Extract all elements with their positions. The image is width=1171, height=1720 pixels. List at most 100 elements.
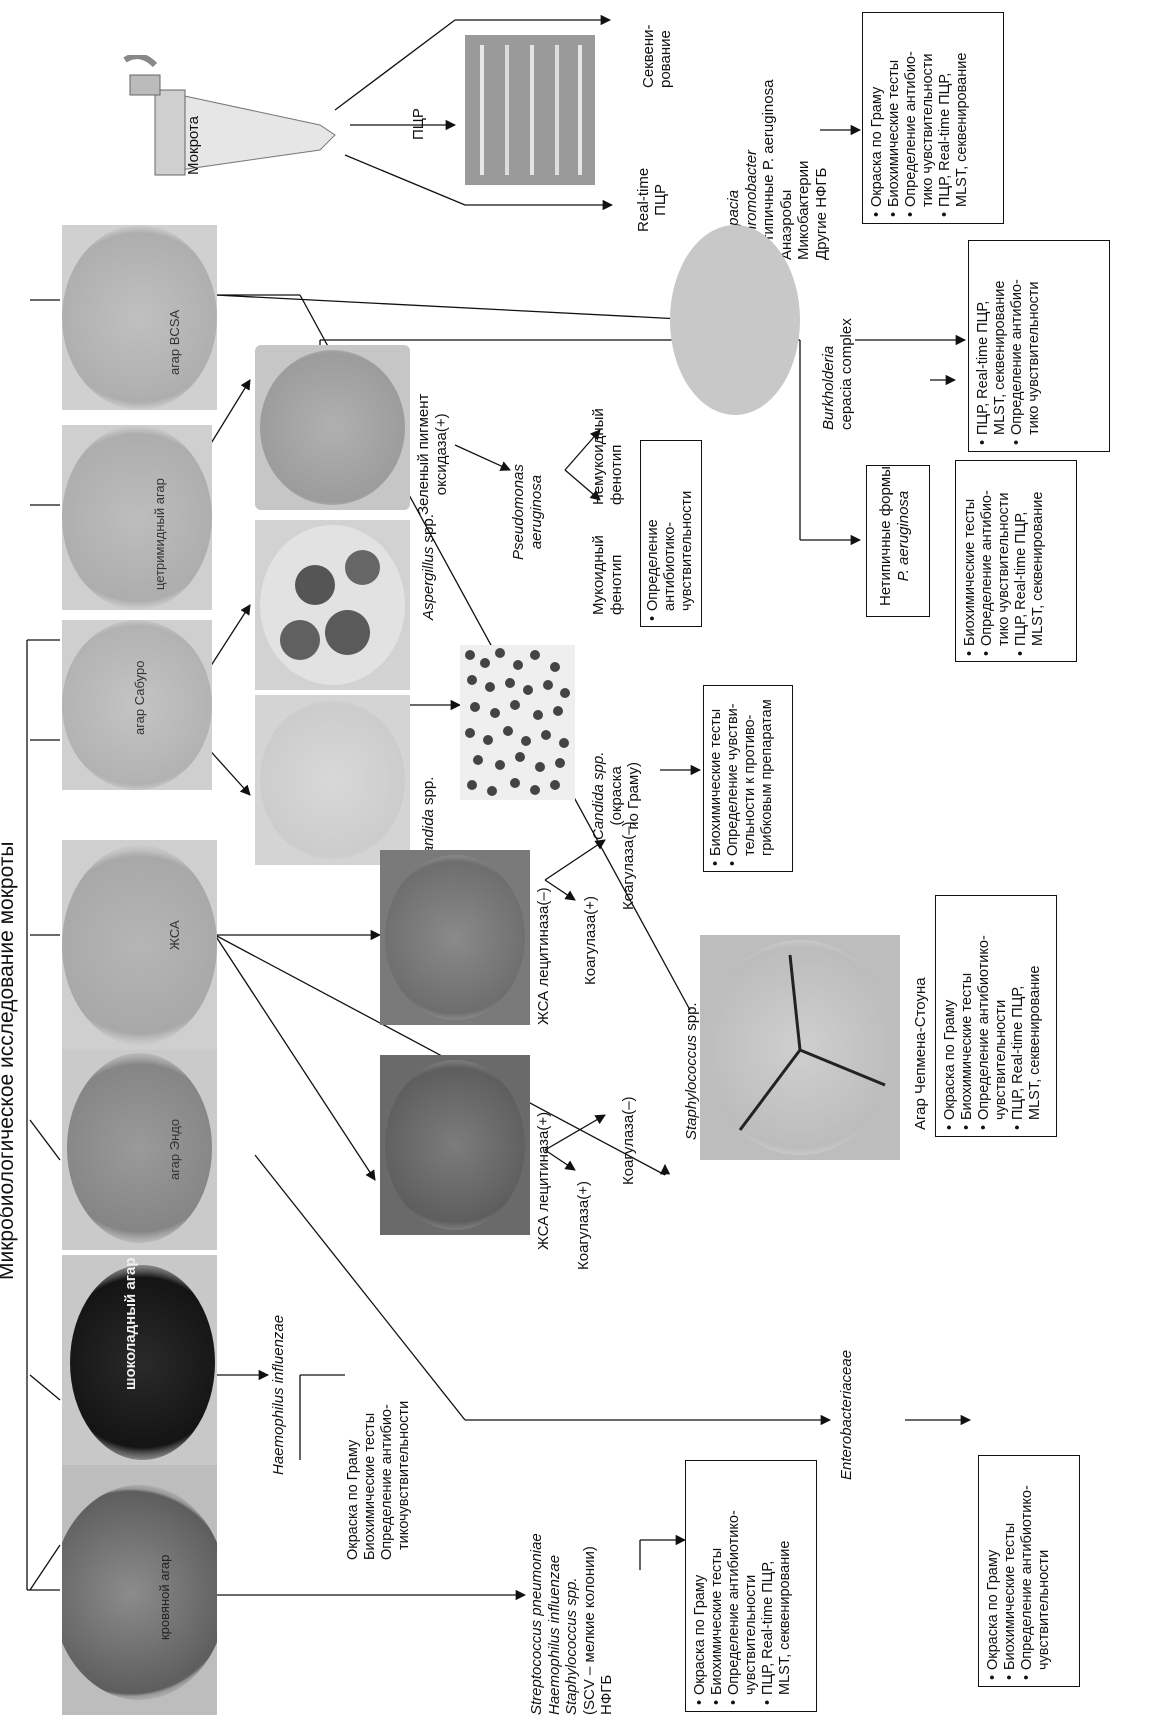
sputum-organism-5: Микобактерии	[795, 80, 813, 260]
enterobacteriaceae-label: Enterobacteriaceae	[838, 1350, 855, 1480]
lecithinase-pos-label: ЖСА лецитиназа(+)	[535, 1112, 552, 1250]
haemophilus-test-2: Биохимические тесты	[362, 1401, 379, 1560]
coagulase-neg-label-a: Коагулаза(–)	[620, 821, 637, 910]
staphylococcus-suffix: spp.	[683, 1002, 700, 1030]
blood-test-2: Биохимические тесты	[709, 1510, 726, 1705]
sputum-test-2: Биохимические тесты	[886, 51, 903, 217]
entero-tests-box: Окраска по Граму Биохимические тесты Опр…	[978, 1455, 1080, 1687]
sputum-test-3: Определение антибио-	[903, 51, 920, 217]
staph-test-1: Окраска по Граму	[942, 935, 959, 1130]
burkholderia-test-2: MLST, секвенирование	[992, 279, 1009, 445]
pseudomonas-tests-rotated: Определение антибиотико- чувствительност…	[645, 491, 696, 621]
chapman-stone-plate	[700, 935, 900, 1160]
candida-plate	[255, 695, 410, 865]
burkholderia-label: Burkholderia cepacia complex	[820, 318, 855, 430]
candida-test-1: Биохимические тесты	[708, 699, 725, 866]
burkholderia-line-1: Burkholderia	[820, 318, 838, 430]
mucoid-line-2: фенотип	[608, 535, 626, 615]
realtime-pcr-line-1: Real-time	[635, 168, 652, 232]
coagulase-neg-label-b: Коагулаза(–)	[620, 1096, 637, 1185]
pseudomonas-tests-box: Определение антибиотико- чувствительност…	[640, 440, 702, 627]
yolk-pos-plate	[380, 1055, 530, 1235]
atypical-tests-rotated: Биохимические тесты Определение антибио-…	[962, 490, 1047, 656]
chocolate-agar-plate: шоколадный агар	[62, 1255, 217, 1465]
endo-agar-label: агар Эндо	[167, 1119, 182, 1180]
blood-test-6: MLST, секвенирование	[777, 1510, 794, 1705]
sequencing-line-2: рование	[657, 24, 674, 88]
atypical-line-2: P. aeruginosa	[895, 466, 913, 606]
mucoid-line-1: Мукоидный	[590, 535, 608, 615]
candida-micrograph	[460, 645, 575, 800]
pseudomonas-test-2: антибиотико-	[662, 491, 679, 621]
endo-agar-plate: агар Эндо	[62, 1045, 217, 1250]
pseudomonas-label: Pseudomonas aeruginosa	[510, 464, 545, 560]
sequencing-line-1: Секвени-	[640, 24, 657, 88]
diagram-title: Микробиологическое исследование мокроты	[0, 841, 19, 1280]
haemophilus-test-4: тикочувствительности	[396, 1401, 413, 1560]
blood-organisms-list: Streptococcus pneumoniae Haemophilus inf…	[528, 1533, 616, 1715]
entero-test-2: Биохимические тесты	[1002, 1485, 1019, 1680]
sequencing-label: Секвени- рование	[640, 24, 675, 88]
atypical-test-5: MLST, секвенирование	[1030, 490, 1047, 656]
blood-tests-box: Окраска по Граму Биохимические тесты Опр…	[685, 1460, 817, 1712]
atypical-test-1: Биохимические тесты	[962, 490, 979, 656]
nonmucoid-label: Немукоидный фенотип	[590, 408, 625, 505]
pseudomonas-test-3: чувствительности	[679, 491, 696, 621]
staph-tests-box: Окраска по Граму Биохимические тесты Опр…	[935, 895, 1057, 1137]
candida-test-3: тельности к противо-	[742, 699, 759, 866]
yolk-agar-label: ЖСА	[167, 920, 182, 950]
blood-test-4: чувствительности	[743, 1510, 760, 1705]
atypical-test-2: Определение антибио-	[979, 490, 996, 656]
aspergillus-label: Aspergillus spp.	[420, 514, 437, 620]
sputum-tests-rotated: Окраска по Граму Биохимические тесты Опр…	[869, 51, 971, 217]
blood-organism-4: (SCV – мелкие колонии)	[581, 1533, 599, 1715]
candida-tests-box: Биохимические тесты Определение чувстви-…	[703, 685, 793, 872]
staph-test-3: Определение антибиотико-	[976, 935, 993, 1130]
staph-test-2: Биохимические тесты	[959, 935, 976, 1130]
burkholderia-test-3: Определение антибио-	[1009, 279, 1026, 445]
plate-sector-lines	[700, 935, 900, 1160]
nonmucoid-line-1: Немукоидный	[590, 408, 608, 505]
aspergillus-plate	[255, 520, 410, 690]
pigment-line-1: Зеленый пигмент	[415, 394, 433, 515]
entero-test-4: чувствительности	[1036, 1485, 1053, 1680]
sabouraud-agar-label: агар Сабуро	[132, 661, 147, 736]
blood-organism-1: Streptococcus pneumoniae	[528, 1533, 546, 1715]
sputum-test-1: Окраска по Граму	[869, 51, 886, 217]
blood-test-3: Определение антибиотико-	[726, 1510, 743, 1705]
bcsa-agar-label: агар BCSA	[167, 310, 182, 375]
aspergillus-name: Aspergillus	[420, 547, 437, 620]
haemophilus-tests: Окраска по Граму Биохимические тесты Опр…	[345, 1401, 413, 1560]
atypical-line-1: Нетипичные формы	[877, 466, 895, 606]
lecithinase-neg-label: ЖСА лецитиназа(–)	[535, 887, 552, 1025]
staphylococcus-label: Staphylococcus spp.	[683, 1002, 700, 1140]
cetrimide-agar-plate: цетримидный агар	[62, 425, 212, 610]
nonmucoid-line-2: фенотип	[608, 408, 626, 505]
sputum-tests-box: Окраска по Граму Биохимические тесты Опр…	[862, 12, 1004, 224]
sputum-test-4: тико чувствительности	[920, 51, 937, 217]
blood-organism-2: Haemophilus influenzae	[546, 1533, 564, 1715]
sabouraud-agar-plate: агар Сабуро	[62, 620, 212, 790]
chocolate-agar-label: шоколадный агар	[122, 1257, 139, 1390]
sputum-test-6: MLST, секвенирование	[954, 51, 971, 217]
bcsa-agar-plate: агар BCSA	[62, 225, 217, 410]
burkholderia-plate	[670, 225, 800, 415]
blood-test-1: Окраска по Граму	[692, 1510, 709, 1705]
atypical-tests-box: Биохимические тесты Определение антибио-…	[955, 460, 1077, 662]
burkholderia-line-2: cepacia complex	[838, 318, 856, 430]
sputum-organism-6: Другие НФГБ	[813, 80, 831, 260]
pseudomonas-line-1: Pseudomonas	[510, 464, 528, 560]
staph-test-4: чувствительности	[993, 935, 1010, 1130]
entero-test-1: Окраска по Граму	[985, 1485, 1002, 1680]
burkholderia-test-4: тико чувствительности	[1026, 279, 1043, 445]
sputum-tube-image	[120, 55, 345, 205]
blood-organism-5: НФГБ	[598, 1533, 616, 1715]
yolk-agar-plate: ЖСА	[62, 840, 217, 1050]
haemophilus-test-1: Окраска по Граму	[345, 1401, 362, 1560]
cetrimide-result-plate	[255, 345, 410, 510]
sputum-organism-3: Нетипичные P. aeruginosa	[760, 80, 778, 260]
haemophilus-test-3: Определение антибио-	[379, 1401, 396, 1560]
realtime-pcr-line-2: ПЦР	[652, 168, 669, 232]
atypical-test-4: ПЦР, Real-time ПЦР,	[1013, 490, 1030, 656]
